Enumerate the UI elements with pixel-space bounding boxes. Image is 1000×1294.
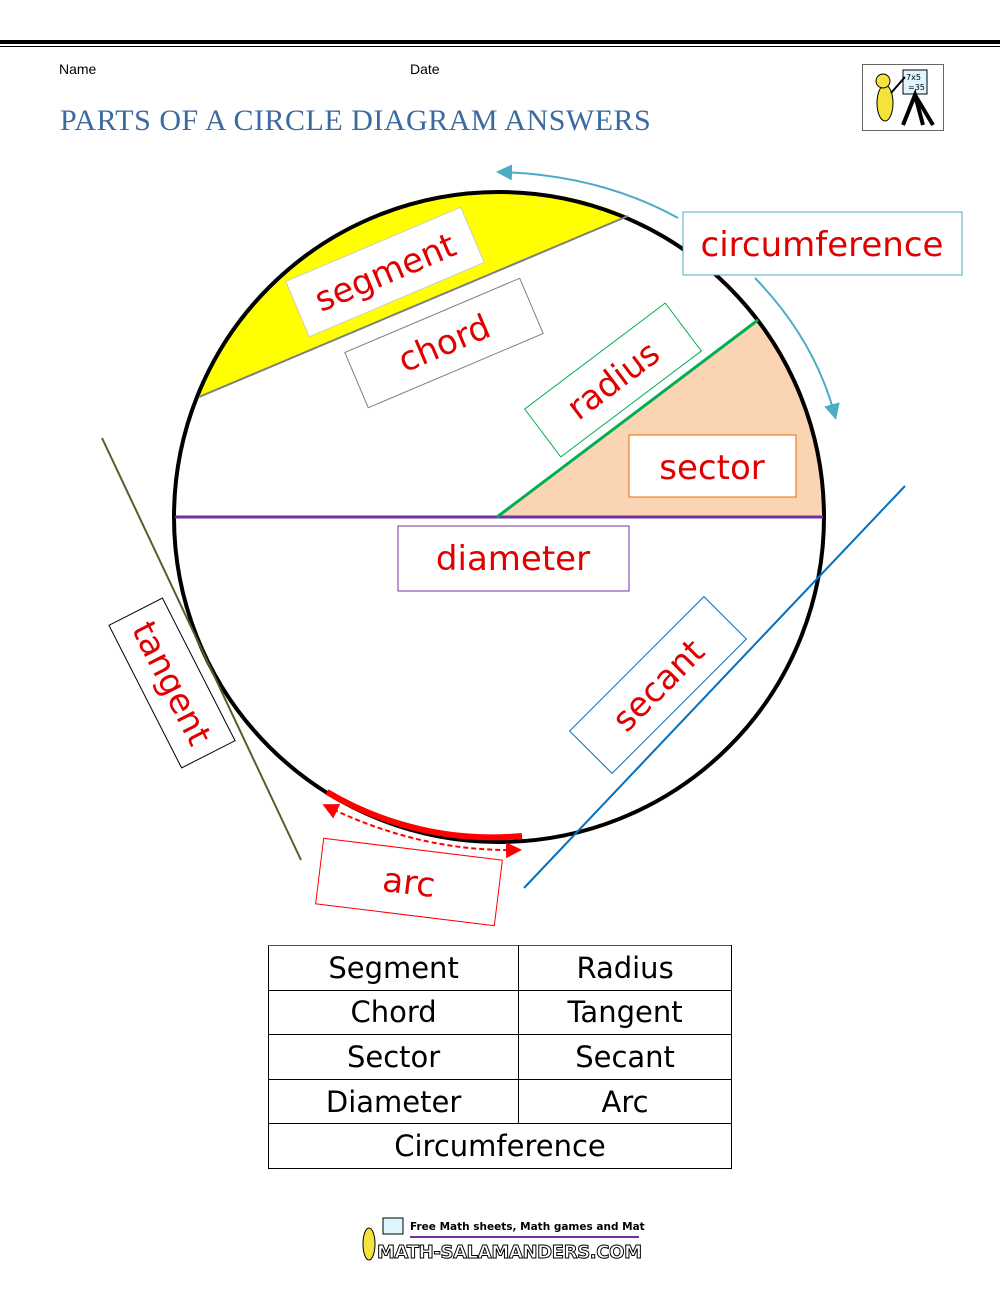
- table-cell: Arc: [518, 1078, 732, 1125]
- arc-label: arc: [380, 860, 437, 906]
- sector-label: sector: [659, 448, 764, 488]
- table-cell: Circumference: [268, 1123, 732, 1169]
- circumference-arrow-left: [496, 164, 679, 219]
- table-cell: Chord: [267, 989, 520, 1036]
- salamander-logo: 7x5=35: [862, 64, 944, 131]
- table-cell: Secant: [518, 1034, 732, 1080]
- sector-label-box: sector: [628, 434, 797, 498]
- table-cell: Tangent: [518, 989, 732, 1036]
- table-cell: Diameter: [267, 1078, 520, 1125]
- circumference-label-box: circumference: [682, 211, 963, 276]
- footer-site: MATH-SALAMANDERS.COM: [377, 1242, 642, 1263]
- diameter-label-box: diameter: [397, 525, 630, 592]
- radius-line: [496, 318, 759, 519]
- arc-highlight: [325, 789, 523, 841]
- svg-text:7x5: 7x5: [906, 73, 921, 82]
- date-label: Date: [410, 61, 440, 77]
- circle-diagram: segment chord radius sector circumferenc…: [101, 164, 963, 927]
- arc-label-box: arc: [315, 837, 503, 927]
- header-rule-thin: [0, 46, 1000, 47]
- footer-tagline: Free Math sheets, Math games and Math he…: [410, 1221, 645, 1233]
- tangent-label-box: tangent: [108, 597, 236, 769]
- tangent-line: [101, 437, 302, 861]
- circumference-label: circumference: [701, 225, 944, 265]
- arc-double-arrow: [322, 804, 522, 859]
- table-cell: Segment: [267, 945, 520, 991]
- name-label: Name: [59, 61, 97, 77]
- header-rule: [0, 40, 1000, 44]
- table-row: Circumference: [268, 1123, 732, 1169]
- segment-region: [199, 190, 628, 397]
- page-title: PARTS OF A CIRCLE DIAGRAM ANSWERS: [60, 104, 652, 137]
- svg-text:=35: =35: [908, 83, 925, 92]
- chord-line: [198, 215, 629, 398]
- table-cell: Radius: [518, 945, 732, 991]
- table-cell: Sector: [267, 1034, 520, 1080]
- diameter-label: diameter: [436, 539, 590, 579]
- footer-logo: Free Math sheets, Math games and Math he…: [355, 1214, 682, 1266]
- circumference-arrow-right: [754, 277, 840, 420]
- secant-line: [523, 485, 906, 889]
